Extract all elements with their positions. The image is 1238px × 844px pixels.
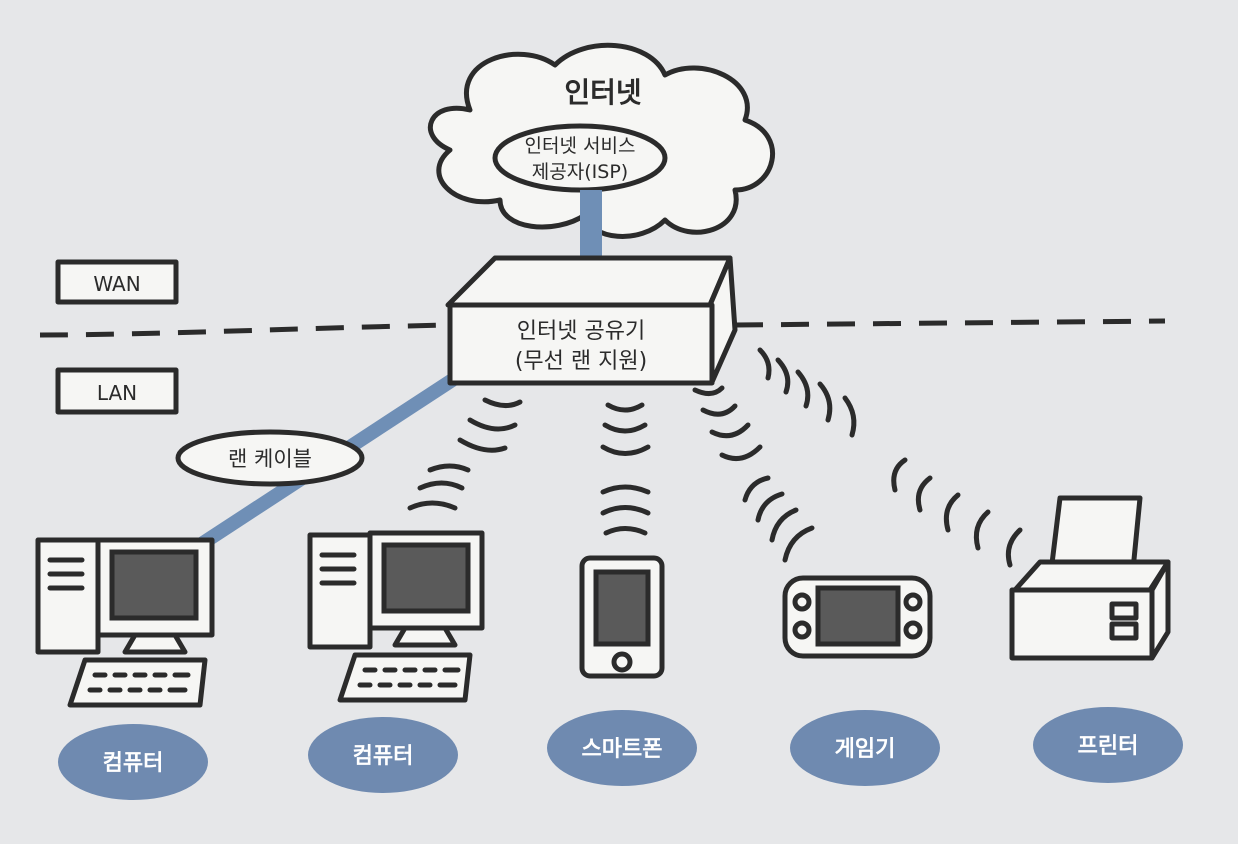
isp-line1: 인터넷 서비스 (525, 135, 636, 157)
isp-line2: 제공자(ISP) (532, 161, 628, 183)
printer-top (1012, 559, 1171, 593)
internet-title: 인터넷 (564, 76, 641, 109)
computer-1 (35, 537, 215, 708)
phone-home-button (611, 651, 633, 673)
router-top (445, 255, 733, 308)
router-line1: 인터넷 공유기 (517, 319, 645, 344)
keyboard-1 (67, 657, 208, 708)
screen-1 (109, 549, 199, 621)
device-label-5: 프린터 (1078, 734, 1139, 759)
device-pill-5 (1033, 707, 1183, 783)
smartphone (579, 555, 665, 679)
computer-2 (307, 530, 485, 703)
device-pill-1 (58, 724, 208, 800)
wan-lan-divider (39, 322, 451, 338)
device-label-1: 컴퓨터 (103, 751, 164, 776)
phone-screen (593, 569, 651, 647)
cable-label-ellipse (175, 429, 365, 487)
wan-box (55, 259, 179, 305)
device-pill-3 (547, 710, 697, 786)
printer (1009, 495, 1171, 661)
device-label-4: 게임기 (835, 737, 896, 762)
keyboard-2 (337, 652, 473, 703)
device-pill-2 (308, 717, 458, 793)
router-front (447, 302, 715, 386)
lan-label: LAN (97, 381, 137, 405)
router-line2: (무선 랜 지원) (515, 349, 647, 374)
device-pill-4 (790, 710, 940, 786)
wifi-waves (407, 347, 1023, 568)
screen-2 (381, 542, 471, 614)
device-label-3: 스마트폰 (582, 737, 663, 762)
tower-2 (307, 532, 373, 650)
wan-lan-divider-right (734, 318, 1166, 328)
tower-1 (35, 537, 101, 655)
cable-label: 랜 케이블 (228, 447, 312, 471)
lan-box (55, 367, 179, 415)
console-screen (815, 585, 901, 647)
isp-router-link (580, 190, 602, 260)
game-console (782, 575, 933, 659)
wan-label: WAN (93, 272, 140, 296)
device-label-2: 컴퓨터 (353, 744, 414, 769)
